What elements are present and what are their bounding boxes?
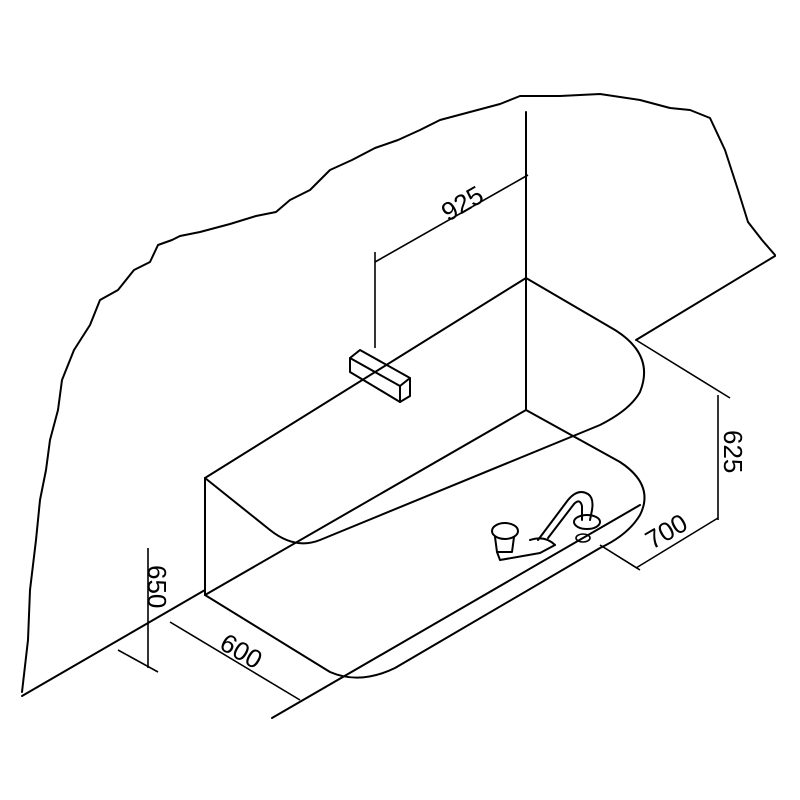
dim-650-tick — [117, 649, 159, 673]
tub-rim-left — [204, 477, 271, 531]
tub-inner-bottom — [204, 409, 527, 596]
dim-label-650: 650 — [142, 565, 172, 608]
right-wall-line — [635, 255, 776, 341]
tub-back-edge — [204, 277, 527, 479]
dim-label-925: 925 — [436, 180, 489, 228]
wall-outline — [21, 93, 776, 693]
dim-600-line — [169, 621, 301, 701]
dim-label-625: 625 — [718, 430, 748, 473]
dim-label-700: 700 — [640, 508, 693, 556]
dim-label-600: 600 — [215, 627, 268, 675]
dim-925-line — [374, 174, 529, 263]
dim-700-line — [635, 517, 719, 569]
spout-icon — [349, 349, 411, 403]
dim-700-extension — [599, 544, 641, 571]
tub-front-skirt — [204, 409, 646, 679]
faucet-icon — [491, 491, 601, 561]
dim-625-extension — [635, 339, 731, 399]
floor-wall-line — [21, 589, 206, 697]
tub-rim-right — [269, 277, 645, 545]
